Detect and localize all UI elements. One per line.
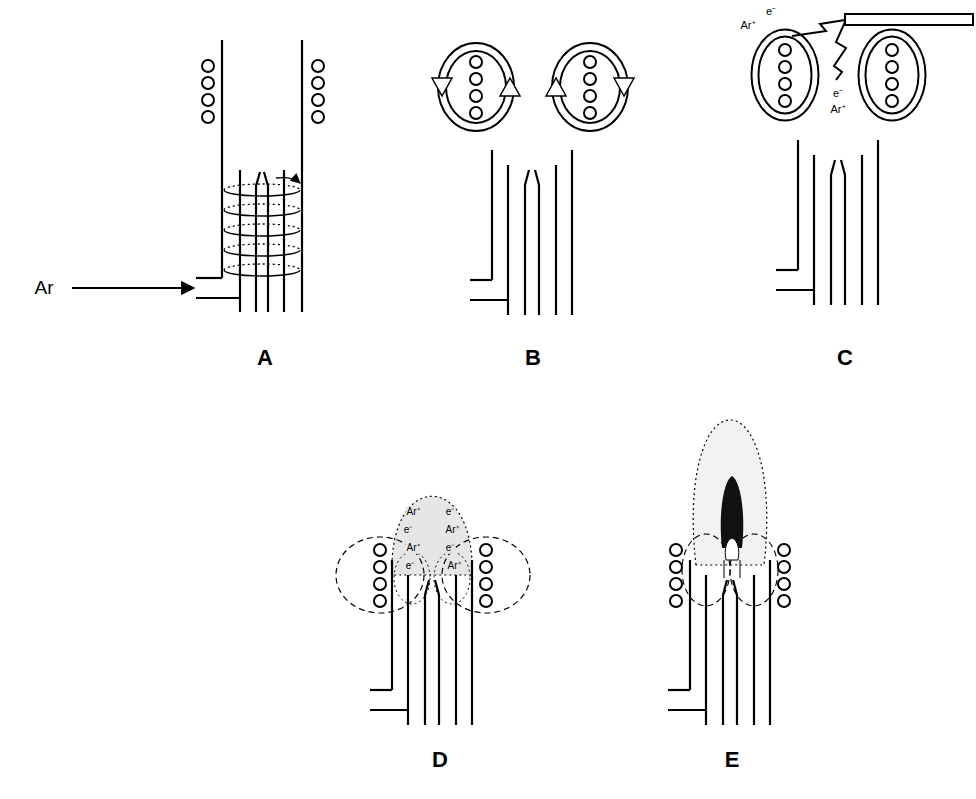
panel-letter: A (256, 346, 274, 369)
load-coil (886, 44, 898, 107)
electron-label: e⁻ (445, 507, 456, 518)
ion-label: Ar⁺ (406, 507, 421, 518)
electron-label: e⁻ (403, 525, 414, 536)
panel-letter: C (836, 346, 854, 369)
load-coil (470, 56, 482, 119)
panel-letter: D (431, 748, 449, 771)
electron-label: e⁻ (765, 6, 777, 18)
load-coil (670, 544, 682, 607)
torch (470, 150, 572, 315)
load-coil (480, 544, 492, 607)
load-coil (779, 44, 791, 107)
tesla-spark (792, 14, 973, 80)
electron-label: e⁻ (445, 543, 456, 554)
ion-label: Ar⁺ (740, 20, 757, 32)
ion-label: Ar⁺ (406, 543, 421, 554)
electron-label: e⁻ (405, 561, 416, 572)
load-coil (202, 60, 214, 123)
load-coil (584, 56, 596, 119)
magnetic-field-loops (755, 33, 922, 117)
panel-letter: E (724, 748, 741, 771)
plasma-stable (682, 420, 778, 606)
ion-label: Ar⁺ (445, 525, 460, 536)
ion-label: Ar⁺ (447, 561, 462, 572)
electron-label: e⁻ (832, 88, 844, 100)
torch (668, 560, 770, 725)
magnetic-field-arrows (432, 47, 634, 127)
panel-a (72, 40, 302, 312)
torch (776, 140, 878, 305)
load-coil (374, 544, 386, 607)
gas-label: Ar (34, 278, 55, 298)
ion-label: Ar⁺ (830, 104, 847, 116)
panel-letter: B (524, 346, 542, 369)
load-coil (312, 60, 324, 123)
plasma-forming (336, 496, 530, 613)
load-coil (778, 544, 790, 607)
